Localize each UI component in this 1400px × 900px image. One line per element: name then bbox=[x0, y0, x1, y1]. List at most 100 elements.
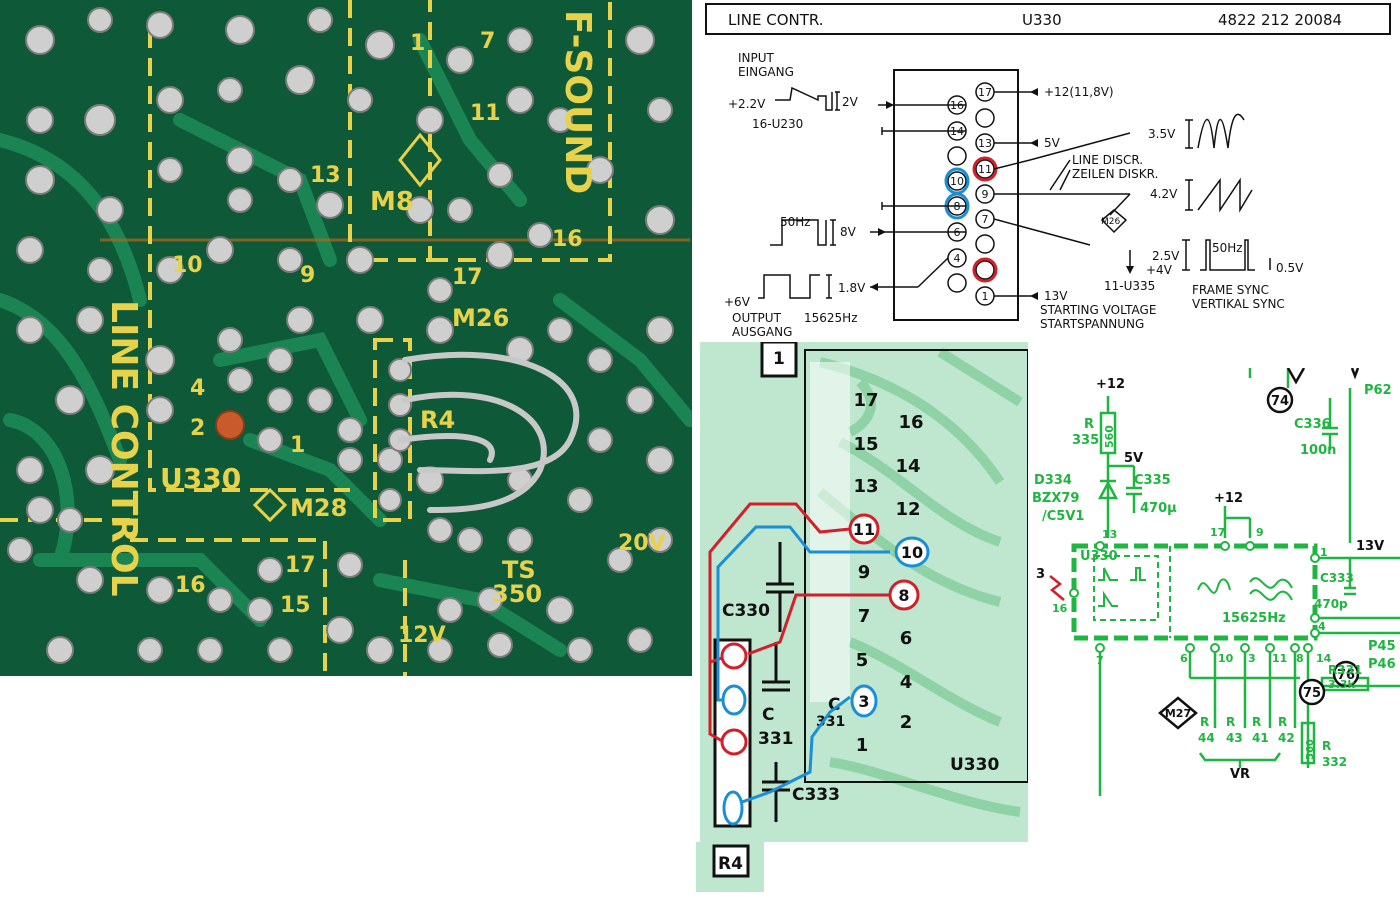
sch-pin8: 8 bbox=[1296, 652, 1304, 665]
sch-r335: R bbox=[1084, 417, 1094, 432]
pcb-photo-drawing: LINE CONTROL F-SOUND U330 M8 M26 M28 R4 … bbox=[0, 0, 692, 676]
layout-mark-11-label: 11 bbox=[853, 520, 875, 539]
pcb-label-sound: F-SOUND bbox=[557, 10, 598, 194]
header-title: LINE CONTR. bbox=[728, 11, 824, 29]
pcb-label-pin1b: 1 bbox=[410, 31, 425, 56]
ref-11: 11-U335 bbox=[1104, 279, 1155, 293]
layout-pin-7: 7 bbox=[858, 606, 871, 627]
sch-pin3: 3 bbox=[1036, 567, 1045, 582]
line-discr-de: ZEILEN DISKR. bbox=[1072, 167, 1158, 181]
pcb-label-pin17b: 17 bbox=[452, 265, 483, 290]
v-12: +12(11,8V) bbox=[1044, 85, 1114, 99]
pcb-layout-drawing: 17 16 15 14 13 12 9 7 6 5 4 2 1 U330 C33… bbox=[700, 342, 1028, 842]
pcb-label-20v: 20V bbox=[618, 531, 666, 556]
v-13: 13V bbox=[1044, 289, 1068, 303]
sch-bzx: BZX79 bbox=[1032, 491, 1079, 506]
m26-label: M26 bbox=[1101, 217, 1120, 227]
hz50b-label: 50Hz bbox=[1212, 241, 1243, 255]
layout-pin-13: 13 bbox=[853, 476, 878, 497]
pcb-label-ts: TS bbox=[502, 556, 536, 584]
hz50-label: 50Hz bbox=[780, 215, 811, 229]
pcb-label-u330: U330 bbox=[160, 462, 241, 495]
sch-r43: R bbox=[1226, 715, 1235, 729]
sch-p62: P62 bbox=[1364, 383, 1392, 398]
layout-pin-9: 9 bbox=[858, 562, 871, 583]
sch-c336v: 100n bbox=[1300, 443, 1336, 458]
header-part: U330 bbox=[1022, 11, 1062, 29]
layout-pin-14: 14 bbox=[895, 456, 920, 477]
sch-r41n: 41 bbox=[1252, 731, 1269, 745]
sch-pin6: 6 bbox=[1180, 652, 1188, 665]
sch-r331v: 3.3k bbox=[1328, 678, 1355, 691]
output-label: OUTPUT bbox=[732, 311, 782, 325]
sch-pin9: 9 bbox=[1256, 526, 1264, 539]
sch-c335v: 470µ bbox=[1140, 501, 1177, 516]
layout-mark-8-label: 8 bbox=[898, 586, 909, 605]
v-input: +2.2V bbox=[728, 97, 766, 111]
sch-pin4: 4 bbox=[1318, 620, 1326, 633]
sch-r43n: 43 bbox=[1226, 731, 1243, 745]
sch-pin10: 10 bbox=[1218, 652, 1234, 665]
sch-r331: R331 bbox=[1328, 663, 1362, 677]
layout-label-1: 1 bbox=[773, 349, 785, 369]
layout-pin-5: 5 bbox=[856, 650, 869, 671]
pin-17: 17 bbox=[978, 86, 992, 99]
pcb-label-pin16b: 16 bbox=[552, 227, 583, 252]
v-25: 2.5V bbox=[1152, 249, 1180, 263]
pcb-label-m28: M28 bbox=[290, 494, 347, 522]
schematic: 74 76 75 M27 +12 R 335 560 5V D334 BZX79… bbox=[1030, 368, 1400, 796]
pin-10: 10 bbox=[950, 175, 964, 188]
pcb-label-m8: M8 bbox=[370, 187, 414, 217]
pcb-label-r4: R4 bbox=[420, 406, 455, 434]
sch-pin17: 17 bbox=[1210, 526, 1225, 539]
layout-pin-16: 16 bbox=[898, 412, 923, 433]
pcb-label-pin15: 15 bbox=[280, 593, 311, 618]
pcb-label-pin9: 9 bbox=[300, 263, 315, 288]
layout-pin-1: 1 bbox=[856, 735, 869, 756]
pcb-label-ts-num: 350 bbox=[492, 580, 542, 608]
sch-r44n: 44 bbox=[1198, 731, 1215, 745]
mark-pin3 bbox=[972, 257, 998, 283]
sch-r332v: 560 bbox=[1305, 739, 1316, 760]
sch-r42n: 42 bbox=[1278, 731, 1295, 745]
output-label-de: AUSGANG bbox=[732, 325, 792, 339]
pcb-label-pin7: 7 bbox=[480, 29, 495, 54]
line-discr: LINE DISCR. bbox=[1072, 153, 1143, 167]
sch-pin14: 14 bbox=[1316, 652, 1332, 665]
hz-15625: 15625Hz bbox=[804, 311, 858, 325]
layout-mark-left-3 bbox=[721, 684, 747, 716]
pcb-layout: 17 16 15 14 13 12 9 7 6 5 4 2 1 U330 C33… bbox=[700, 342, 1028, 842]
input-label-de: EINGANG bbox=[738, 65, 794, 79]
sch-plus12b: +12 bbox=[1214, 491, 1243, 506]
pin-9: 9 bbox=[982, 188, 989, 201]
sch-pin13: 13 bbox=[1102, 528, 1117, 541]
v-35: 3.5V bbox=[1148, 127, 1176, 141]
frame-sync-de: VERTIKAL SYNC bbox=[1192, 297, 1285, 311]
header-code: 4822 212 20084 bbox=[1218, 11, 1342, 29]
sch-c333v: 470p bbox=[1314, 597, 1348, 611]
frame-sync: FRAME SYNC bbox=[1192, 283, 1269, 297]
pcb-label-12v: 12V bbox=[398, 623, 446, 648]
layout-pin-17: 17 bbox=[853, 390, 878, 411]
layout-label-r4: R4 bbox=[718, 854, 743, 874]
sch-r42: R bbox=[1278, 715, 1287, 729]
sch-c5v1: /C5V1 bbox=[1042, 509, 1084, 524]
sch-r332n: 332 bbox=[1322, 755, 1347, 769]
pcb-label-pin16: 16 bbox=[175, 573, 206, 598]
layout-mark-3 bbox=[850, 684, 878, 718]
layout-label-c333: C333 bbox=[792, 785, 840, 805]
pcb-label-pin17: 17 bbox=[285, 553, 316, 578]
pcb-label-pin1: 1 bbox=[290, 433, 305, 458]
schematic-drawing: 74 76 75 M27 +12 R 335 560 5V D334 BZX79… bbox=[1032, 368, 1400, 796]
layout-mark-left-4 bbox=[720, 642, 748, 670]
sch-freq: 15625Hz bbox=[1222, 611, 1286, 626]
sch-pin1: 1 bbox=[1320, 546, 1328, 559]
layout-mark-8 bbox=[888, 579, 920, 611]
ic-pinout-diagram: LINE CONTR. U330 4822 212 20084 17 16 14… bbox=[700, 0, 1400, 340]
sch-pin7: 7 bbox=[1096, 654, 1104, 667]
layout-label-c331b: 331 bbox=[758, 729, 794, 749]
sch-c333: C333 bbox=[1320, 571, 1354, 585]
sch-r41: R bbox=[1252, 715, 1261, 729]
sch-r335b: 335 bbox=[1072, 433, 1099, 448]
v-5v: 5V bbox=[1044, 136, 1061, 150]
